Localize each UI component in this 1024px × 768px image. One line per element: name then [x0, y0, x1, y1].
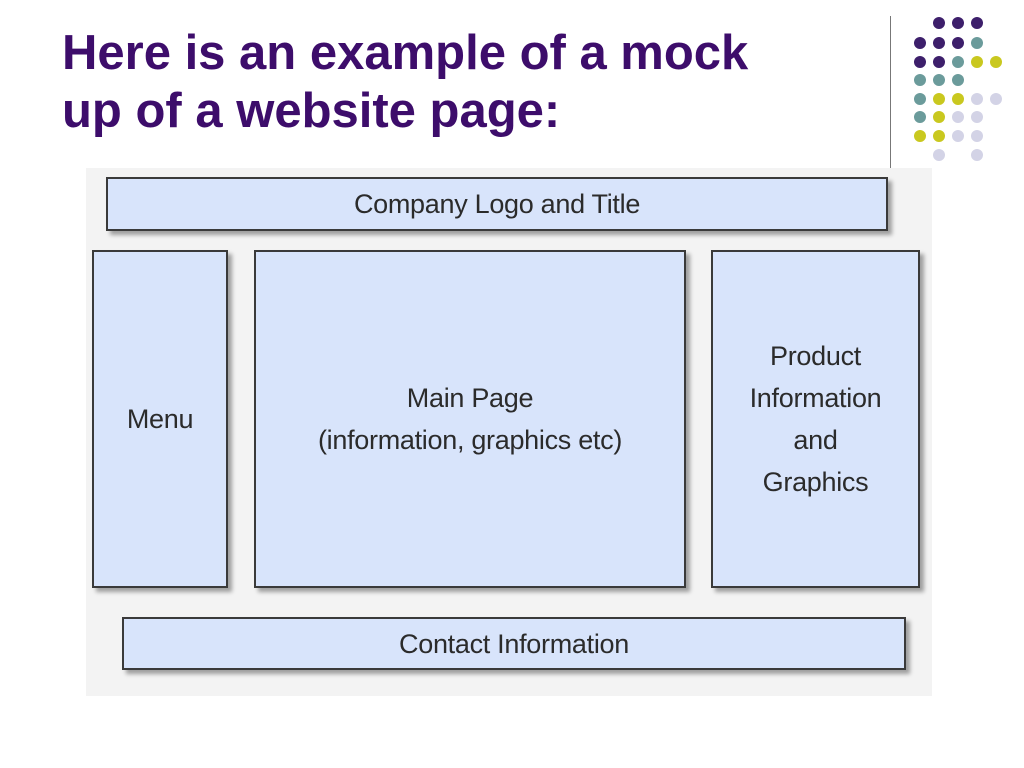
decorative-dot [933, 93, 945, 105]
decorative-dot [971, 93, 983, 105]
decorative-dot [952, 56, 964, 68]
decorative-dot [952, 130, 964, 142]
decorative-dot [952, 74, 964, 86]
decorative-dot [933, 56, 945, 68]
decorative-dot [971, 17, 983, 29]
main-page-box: Main Page (information, graphics etc) [254, 250, 686, 588]
decorative-dot [933, 111, 945, 123]
product-info-box-label: Product Information and Graphics [749, 341, 882, 497]
main-page-box-label: Main Page (information, graphics etc) [317, 383, 623, 455]
decorative-dot [971, 111, 983, 123]
decorative-dot [914, 56, 926, 68]
decorative-dot [933, 17, 945, 29]
decorative-dot [933, 149, 945, 161]
decorative-dot [933, 37, 945, 49]
decorative-dot [990, 56, 1002, 68]
decorative-dot [914, 111, 926, 123]
decorative-dot [933, 130, 945, 142]
menu-box: Menu [92, 250, 228, 588]
product-info-box: Product Information and Graphics [711, 250, 920, 588]
title-line-1: Here is an example of a mock [62, 26, 749, 80]
decorative-dot [914, 93, 926, 105]
decorative-dot [971, 130, 983, 142]
decorative-dot [952, 111, 964, 123]
decorative-dot [971, 37, 983, 49]
menu-box-label: Menu [126, 404, 194, 434]
decorative-dot [933, 74, 945, 86]
footer-box: Contact Information [122, 617, 906, 670]
title-line-2: up of a website page: [62, 84, 561, 138]
decorative-dot [914, 74, 926, 86]
footer-box-label: Contact Information [399, 628, 629, 659]
decorative-dot [952, 93, 964, 105]
decorative-dot [971, 149, 983, 161]
decorative-dot [971, 56, 983, 68]
header-box: Company Logo and Title [106, 177, 888, 231]
decorative-dot [990, 93, 1002, 105]
vertical-divider-line [890, 16, 891, 172]
decorative-dot [914, 130, 926, 142]
decorative-dot [952, 17, 964, 29]
slide-title: Here is an example of a mock up of a web… [62, 24, 862, 140]
decorative-dot [952, 37, 964, 49]
header-box-label: Company Logo and Title [353, 189, 641, 219]
decorative-dot [914, 37, 926, 49]
